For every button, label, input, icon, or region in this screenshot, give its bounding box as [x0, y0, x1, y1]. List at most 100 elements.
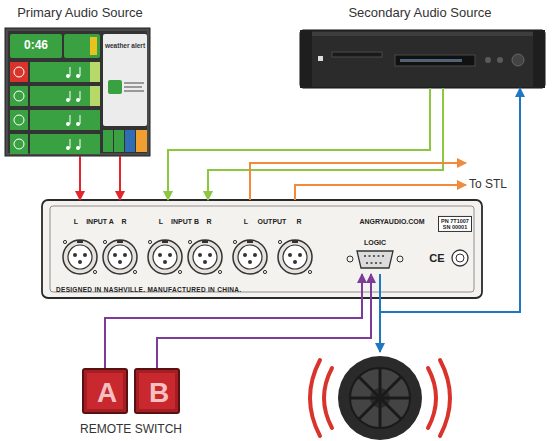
screenshot-illustration-part — [124, 90, 144, 92]
channel-label: R — [121, 218, 126, 226]
brand-text: ANGRYAUDIO.COM — [359, 218, 424, 226]
cd-player-illustration-part — [497, 57, 503, 63]
screenshot-illustration-part — [10, 134, 28, 154]
audio-wire — [208, 88, 443, 200]
channel-label: R — [296, 218, 301, 226]
screenshot-illustration-part — [14, 67, 24, 77]
destination-text: To STL — [469, 178, 507, 191]
origin-note: DESIGNED IN NASHVILLE. MANUFACTURED IN C… — [56, 286, 241, 293]
ce-mark: CE — [429, 252, 444, 264]
screenshot-illustration-part — [103, 130, 113, 152]
remote-button: A — [82, 368, 128, 414]
screenshot-illustration-part — [114, 130, 124, 152]
alarm-speaker-illustration-part — [350, 368, 410, 428]
screenshot-illustration-part — [8, 31, 147, 153]
screenshot-illustration-part — [70, 67, 80, 148]
input-label: INPUT A — [86, 218, 114, 226]
screenshot-illustration-part — [136, 130, 147, 152]
screenshot-illustration-part — [14, 139, 24, 149]
screenshot-illustration-part — [66, 146, 70, 150]
alarm-speaker-illustration — [310, 356, 450, 440]
screenshot-illustration-part — [14, 91, 24, 101]
cd-player-illustration-part — [300, 30, 312, 88]
switcher-unit: LINPUT ARLINPUT BRLOUTPUTRANGRYAUDIO.COM… — [42, 200, 482, 298]
screenshot-illustration-part — [90, 37, 97, 55]
switcher-panel-illustration-part — [103, 240, 137, 274]
logic-port-illustration-part — [397, 256, 403, 262]
remote-button: B — [134, 368, 180, 414]
switcher-panel-illustration-part — [148, 240, 182, 274]
cd-player-illustration-part — [512, 54, 524, 66]
screenshot-illustration-part — [90, 86, 100, 106]
screenshot-illustration-part — [5, 28, 150, 156]
screenshot-illustration — [5, 28, 150, 156]
screenshot-illustration-part — [124, 86, 142, 88]
screenshot-illustration-part — [103, 34, 147, 126]
cd-player-illustration — [300, 30, 545, 88]
screenshot-illustration-part — [30, 62, 100, 82]
logic-port-illustration-part — [357, 251, 393, 268]
cd-player-illustration-part — [312, 32, 533, 36]
source-screenshot: Primary Audio Source — [5, 3, 153, 156]
screenshot-illustration-part — [124, 82, 144, 84]
switcher-panel-illustration-part — [42, 200, 482, 298]
screenshot-illustration-part — [76, 74, 80, 78]
switcher-panel-illustration-part — [233, 240, 267, 274]
screenshot-illustration-part — [125, 130, 135, 152]
cd-player-illustration-part — [485, 57, 491, 63]
logic-port-illustration-part — [347, 256, 353, 262]
channel-label: L — [159, 218, 163, 226]
switch-caption: REMOTE SWITCH — [80, 423, 182, 436]
channel-label: L — [74, 218, 78, 226]
screenshot-illustration-part — [10, 110, 28, 130]
channel-label: L — [244, 218, 248, 226]
screenshot-illustration-part — [14, 115, 24, 125]
speaker-wire-part — [379, 312, 381, 352]
screenshot-illustration-part — [66, 98, 70, 102]
logic-port-illustration-part — [364, 256, 386, 263]
cd-player: Secondary Audio Source — [300, 3, 545, 88]
serial-tag: PN 7T1007 SN 00001 — [438, 216, 472, 232]
screenshot-illustration-part — [90, 62, 100, 82]
source-heading: Secondary Audio Source — [348, 6, 491, 20]
button-letter: A — [97, 378, 117, 409]
alarm-speaker-illustration-part — [310, 360, 450, 436]
switcher-panel-illustration-part — [278, 240, 312, 274]
switcher-panel-illustration-part — [188, 240, 222, 274]
source-heading: Primary Audio Source — [17, 6, 143, 20]
cd-player-illustration-part — [332, 52, 382, 57]
port-label: LOGIC — [364, 239, 386, 247]
cd-player-illustration-part — [533, 30, 545, 88]
switcher-panel-illustration-part — [63, 240, 97, 274]
audio-wire — [79, 156, 81, 200]
screenshot-illustration-part — [64, 34, 100, 58]
clock-readout: 0:46 — [24, 39, 48, 52]
screen-heading: weather alert — [105, 42, 145, 49]
screenshot-illustration-part — [30, 110, 100, 130]
destination-label: To STL — [466, 155, 514, 195]
cd-player-illustration-part — [300, 30, 545, 88]
screenshot-illustration-part — [66, 122, 70, 126]
speaker-wire — [380, 312, 381, 352]
audio-wire — [168, 88, 430, 200]
screenshot-illustration-part — [66, 74, 70, 78]
audio-wire — [119, 156, 121, 200]
screenshot-illustration-part — [10, 34, 62, 58]
logic-port: LOGIC — [345, 238, 405, 274]
output-wire — [250, 163, 466, 200]
switcher-panel-illustration-part — [456, 254, 464, 262]
switcher-panel-illustration — [42, 200, 482, 298]
control-wire — [157, 274, 371, 368]
screenshot-illustration-part — [30, 134, 100, 154]
input-label: INPUT B — [171, 218, 199, 226]
switcher-panel-illustration-part — [452, 250, 468, 266]
output-wire — [295, 185, 466, 200]
logic-port-illustration — [347, 251, 403, 268]
button-letter: B — [149, 378, 169, 409]
alarm-speaker-illustration-part — [350, 368, 410, 428]
screenshot-illustration-part — [10, 86, 28, 106]
alarm-speaker-illustration-part — [338, 356, 422, 440]
cd-player-illustration-part — [395, 55, 475, 66]
cd-player-illustration-part — [318, 56, 323, 61]
